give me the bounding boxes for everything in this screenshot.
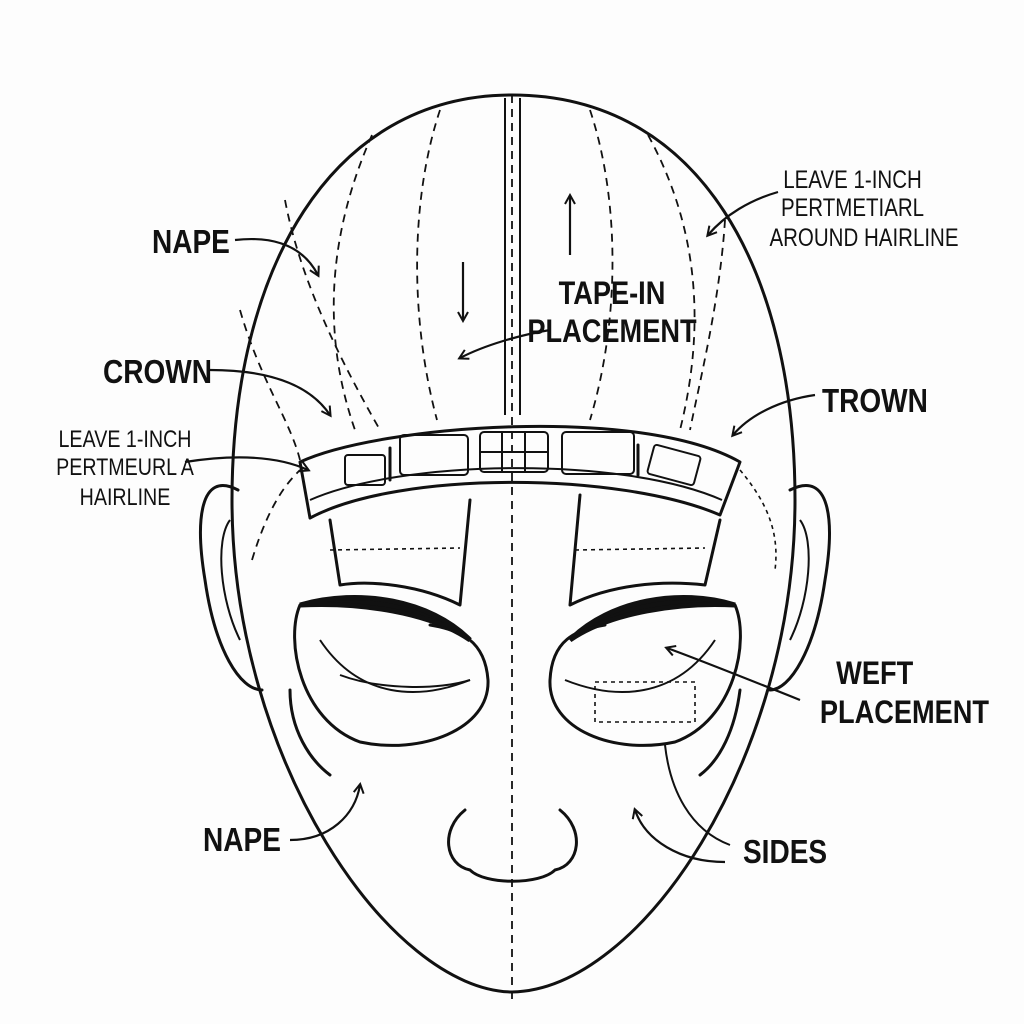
weft-placement-box (594, 681, 696, 723)
left-cheek (288, 688, 332, 777)
label-tape-in-1: TAPE-IN (559, 276, 666, 312)
label-crown: CROWN (103, 354, 212, 391)
label-leave-left: LEAVE 1-INCH PERTMEURL A HAIRLINE (56, 425, 194, 510)
left-ear-inner (220, 519, 241, 641)
left-weft-panel (328, 498, 472, 607)
label-weft-1: WEFT (836, 656, 913, 692)
left-eye (293, 603, 490, 747)
nose (447, 808, 578, 883)
right-eye (548, 603, 742, 747)
label-weft: WEFT PLACEMENT (820, 656, 989, 731)
label-tape-in-2: PLACEMENT (527, 314, 696, 350)
label-leave-left-1: LEAVE 1-INCH (58, 425, 191, 452)
label-leave-right-2: PERTMETIARL (781, 193, 924, 221)
section-lines (239, 109, 777, 571)
left-eyebrow (299, 595, 472, 643)
label-leave-right: LEAVE 1-INCH PERTMETIARL AROUND HAIRLINE (769, 165, 958, 251)
label-nape-top: NAPE (152, 224, 230, 261)
arrows (184, 190, 816, 864)
right-eye-lid (564, 639, 716, 693)
label-sides: SIDES (743, 834, 827, 871)
label-leave-right-3: AROUND HAIRLINE (769, 223, 958, 251)
right-cheek (698, 688, 742, 777)
left-eye-lid (319, 639, 471, 693)
left-ear (199, 484, 264, 692)
right-weft-panel (568, 493, 722, 607)
right-ear (768, 484, 831, 692)
label-trown: TROWN (822, 383, 928, 420)
label-leave-left-3: HAIRLINE (80, 483, 171, 510)
head-outline (230, 93, 797, 994)
label-leave-right-1: LEAVE 1-INCH (783, 165, 922, 193)
tape-in-band (298, 424, 742, 520)
right-eyebrow (568, 595, 736, 643)
left-eye-lash (339, 674, 471, 688)
right-ear-inner (789, 519, 810, 641)
label-tape-in: TAPE-IN PLACEMENT (527, 276, 696, 350)
label-leave-left-2: PERTMEURL A (56, 453, 194, 480)
label-nape-bottom: NAPE (203, 822, 281, 859)
label-weft-2: PLACEMENT (820, 695, 989, 731)
